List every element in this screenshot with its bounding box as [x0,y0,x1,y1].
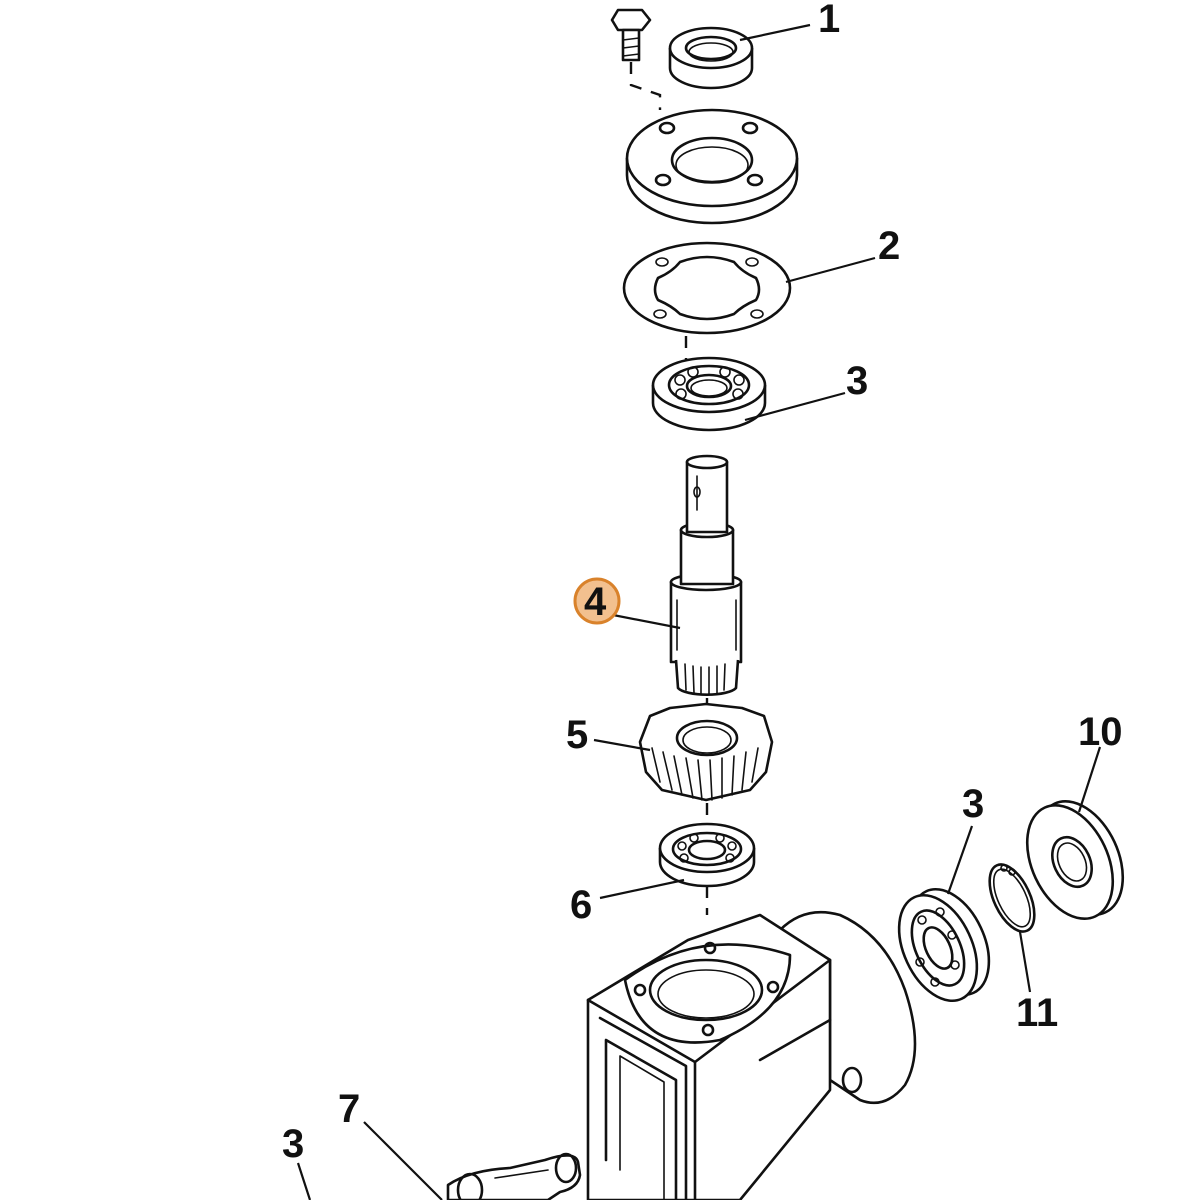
callout-1: 1 [818,0,840,41]
bolt [610,8,652,62]
bearing-part-6 [658,822,756,888]
gearbox-housing [586,910,917,1200]
callout-3-right: 3 [962,782,984,826]
circlip-part-11 [988,863,1036,933]
callout-7: 7 [338,1087,360,1131]
seal-ring-part-1 [668,26,754,90]
callout-6: 6 [570,883,592,927]
input-shaft-part-7 [446,1152,582,1200]
shaft-part-4 [669,454,743,696]
flange-plate [625,108,799,225]
callout-4: 4 [584,580,607,624]
oil-seal-part-10 [1025,799,1125,921]
callout-10: 10 [1078,710,1123,754]
callout-3-lower: 3 [282,1122,304,1166]
bearing-part-3-right [897,887,991,1003]
bevel-gear-part-5 [638,702,774,802]
callout-2: 2 [878,224,900,268]
bearing-part-3-upper [651,356,767,432]
callout-4-highlight [573,577,621,625]
callout-3-upper: 3 [846,359,868,403]
callout-5: 5 [566,713,588,757]
gasket-part-2 [622,241,792,335]
callout-11: 11 [1016,991,1058,1035]
